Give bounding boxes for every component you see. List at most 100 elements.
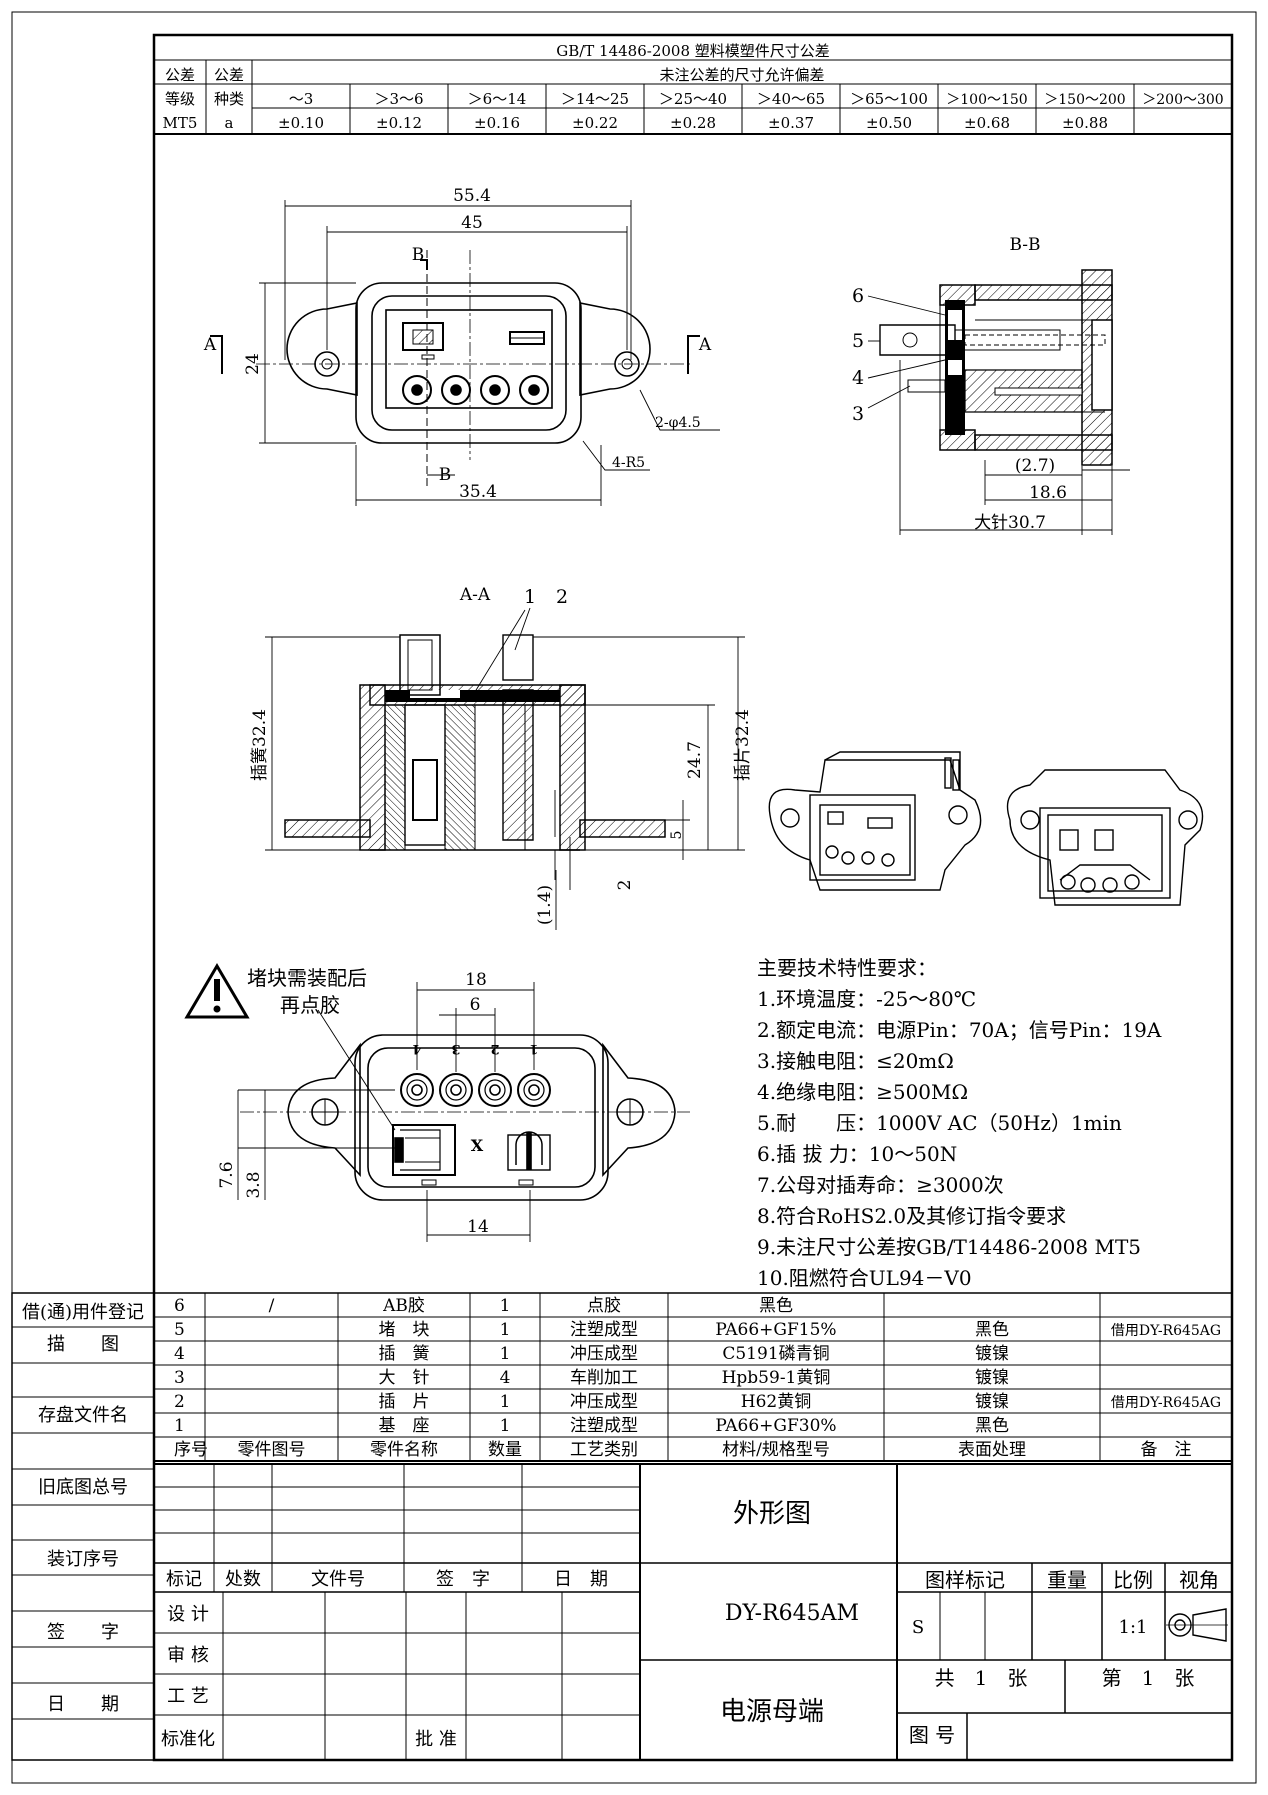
- rear-socket-block: [392, 1124, 456, 1176]
- dim-height: 24: [243, 353, 263, 375]
- rear-inner-housing: [367, 1047, 596, 1188]
- tolerance-range-9: ＞200～300: [1142, 92, 1223, 108]
- pin-5: [879, 324, 956, 356]
- section-aa-title: A-A: [459, 585, 491, 605]
- bom-cell: Hpb59-1黄铜: [722, 1368, 831, 1388]
- callout-6: 6: [852, 285, 864, 307]
- tolerance-value-0: ±0.10: [278, 114, 324, 132]
- tolerance-col1b: 等级: [165, 90, 195, 108]
- drawing-number-label: 图 号: [909, 1723, 955, 1747]
- callout-4: 4: [852, 367, 864, 389]
- requirement-item: 1.环境温度：-25～80℃: [757, 987, 976, 1011]
- left-flange-section: [284, 819, 371, 838]
- bom-header-cell: 零件名称: [370, 1440, 438, 1460]
- mark-label: 图样标记: [925, 1568, 1005, 1592]
- dim-aa-left: 插簧32.4: [250, 709, 270, 781]
- side-label: 旧底图总号: [38, 1477, 128, 1498]
- sheet-number: 第 1 张: [1102, 1666, 1195, 1690]
- warning-sign: [184, 963, 250, 1019]
- bom-cell: 借用DY-R645AG: [1111, 1395, 1221, 1411]
- side-label: 描 图: [47, 1334, 119, 1355]
- callout-5: 5: [852, 330, 864, 352]
- dim-rear-bottom: 14: [467, 1217, 489, 1237]
- tolerance-value-5: ±0.37: [768, 114, 814, 132]
- iso-view-rear: [1006, 769, 1204, 906]
- bom-cell: 车削加工: [570, 1368, 638, 1388]
- requirement-item: 5.耐 压：1000V AC（50Hz）1min: [757, 1111, 1122, 1135]
- drawing-type: 外形图: [733, 1499, 811, 1529]
- bom-cell: 镀镍: [975, 1344, 1009, 1364]
- tolerance-range-2: ＞6～14: [468, 90, 527, 108]
- section-bb: [867, 269, 1130, 535]
- right-flange: [579, 302, 651, 396]
- tolerance-table: GB/T 14486-2008 塑料模塑件尺寸公差 未注公差的尺寸允许偏差 公差…: [154, 42, 1232, 135]
- tolerance-range-4: ＞25～40: [659, 90, 727, 108]
- bom-cell: 注塑成型: [570, 1416, 638, 1436]
- inner-border: [152, 33, 1234, 1762]
- dim-overall-width: 55.4: [453, 186, 491, 206]
- section-a-left: A: [203, 335, 217, 355]
- bom-cell: 黑色: [759, 1296, 793, 1316]
- bom-cell: 冲压成型: [570, 1344, 638, 1364]
- socket-slot: [402, 322, 444, 351]
- bom-cell: H62黄铜: [741, 1392, 811, 1412]
- warning-icon: [184, 963, 250, 1019]
- tolerance-range-6: ＞65～100: [850, 90, 928, 108]
- weight-label: 重量: [1047, 1568, 1087, 1592]
- bom-cell: 点胶: [587, 1296, 621, 1316]
- dim-aa-gap: (1.4): [535, 885, 555, 925]
- view-label: 视角: [1179, 1568, 1219, 1592]
- warning-line1: 堵块需装配后: [247, 966, 367, 990]
- bom-cell: 1: [174, 1416, 185, 1436]
- bom-cell: C5191磷青铜: [722, 1344, 829, 1364]
- dim-rear-v1: 7.6: [217, 1161, 237, 1188]
- hole-note: 2-φ4.5: [655, 415, 701, 431]
- role-process: 工 艺: [167, 1686, 209, 1707]
- bom-cell: 注塑成型: [570, 1320, 638, 1340]
- rear-pin-sockets: [400, 1073, 551, 1107]
- requirement-item: 6.插 拔 力：10～50N: [757, 1142, 957, 1166]
- tolerance-value-6: ±0.50: [866, 114, 912, 132]
- tolerance-value-7: ±0.68: [964, 114, 1010, 132]
- tolerance-range-0: ～3: [289, 90, 314, 108]
- bom-cell: 1: [500, 1296, 511, 1316]
- socket-spring: [404, 704, 446, 846]
- bom-header-cell: 零件图号: [238, 1440, 306, 1460]
- section-b-bottom: B: [439, 465, 452, 485]
- insert-face: [385, 309, 553, 409]
- rev-sign: 签 字: [436, 1569, 490, 1590]
- bom-cell: 1: [500, 1344, 511, 1364]
- bom-cell: 3: [174, 1368, 185, 1388]
- section-aa-labels: A-A 1 2 插簧32.4 插片32.4 24.7 5 (1.4) 2: [250, 585, 753, 925]
- callout-2: 2: [556, 586, 568, 608]
- bom-cell: 黑色: [975, 1416, 1009, 1436]
- tolerance-header: GB/T 14486-2008 塑料模塑件尺寸公差: [556, 42, 830, 60]
- section-aa: [265, 607, 745, 930]
- socket-top: [399, 634, 441, 696]
- side-label: 日 期: [47, 1694, 119, 1715]
- callout-3: 3: [852, 403, 864, 425]
- front-view: [210, 200, 720, 506]
- title-block-text: 外形图 DY-R645AM 电源母端 标记 处数 文件号 签 字 日 期 设 计…: [161, 1499, 1219, 1750]
- dim-bottom-width: 35.4: [459, 482, 497, 502]
- rev-mark: 标记: [166, 1569, 202, 1590]
- tolerance-value-3: ±0.22: [572, 114, 618, 132]
- rear-view: [237, 982, 690, 1242]
- bom-cell: 4: [500, 1368, 511, 1388]
- outer-border: [11, 11, 1257, 1784]
- bom-header-cell: 备 注: [1141, 1440, 1192, 1460]
- tolerance-range-1: ＞3～6: [374, 90, 423, 108]
- bom-cell: 1: [500, 1320, 511, 1340]
- dim-bb-long: 大针30.7: [974, 513, 1046, 533]
- bom-cell: 镀镍: [975, 1392, 1009, 1412]
- tolerance-range-7: ＞100～150: [946, 92, 1027, 108]
- dim-bb-small: (2.7): [1015, 456, 1055, 476]
- bom-cell: AB胶: [382, 1296, 425, 1316]
- tolerance-subheader: 未注公差的尺寸允许偏差: [659, 66, 824, 84]
- bom-cell: 5: [174, 1320, 185, 1340]
- side-label: 存盘文件名: [38, 1405, 128, 1426]
- role-design: 设 计: [167, 1604, 209, 1625]
- blade: [502, 689, 534, 841]
